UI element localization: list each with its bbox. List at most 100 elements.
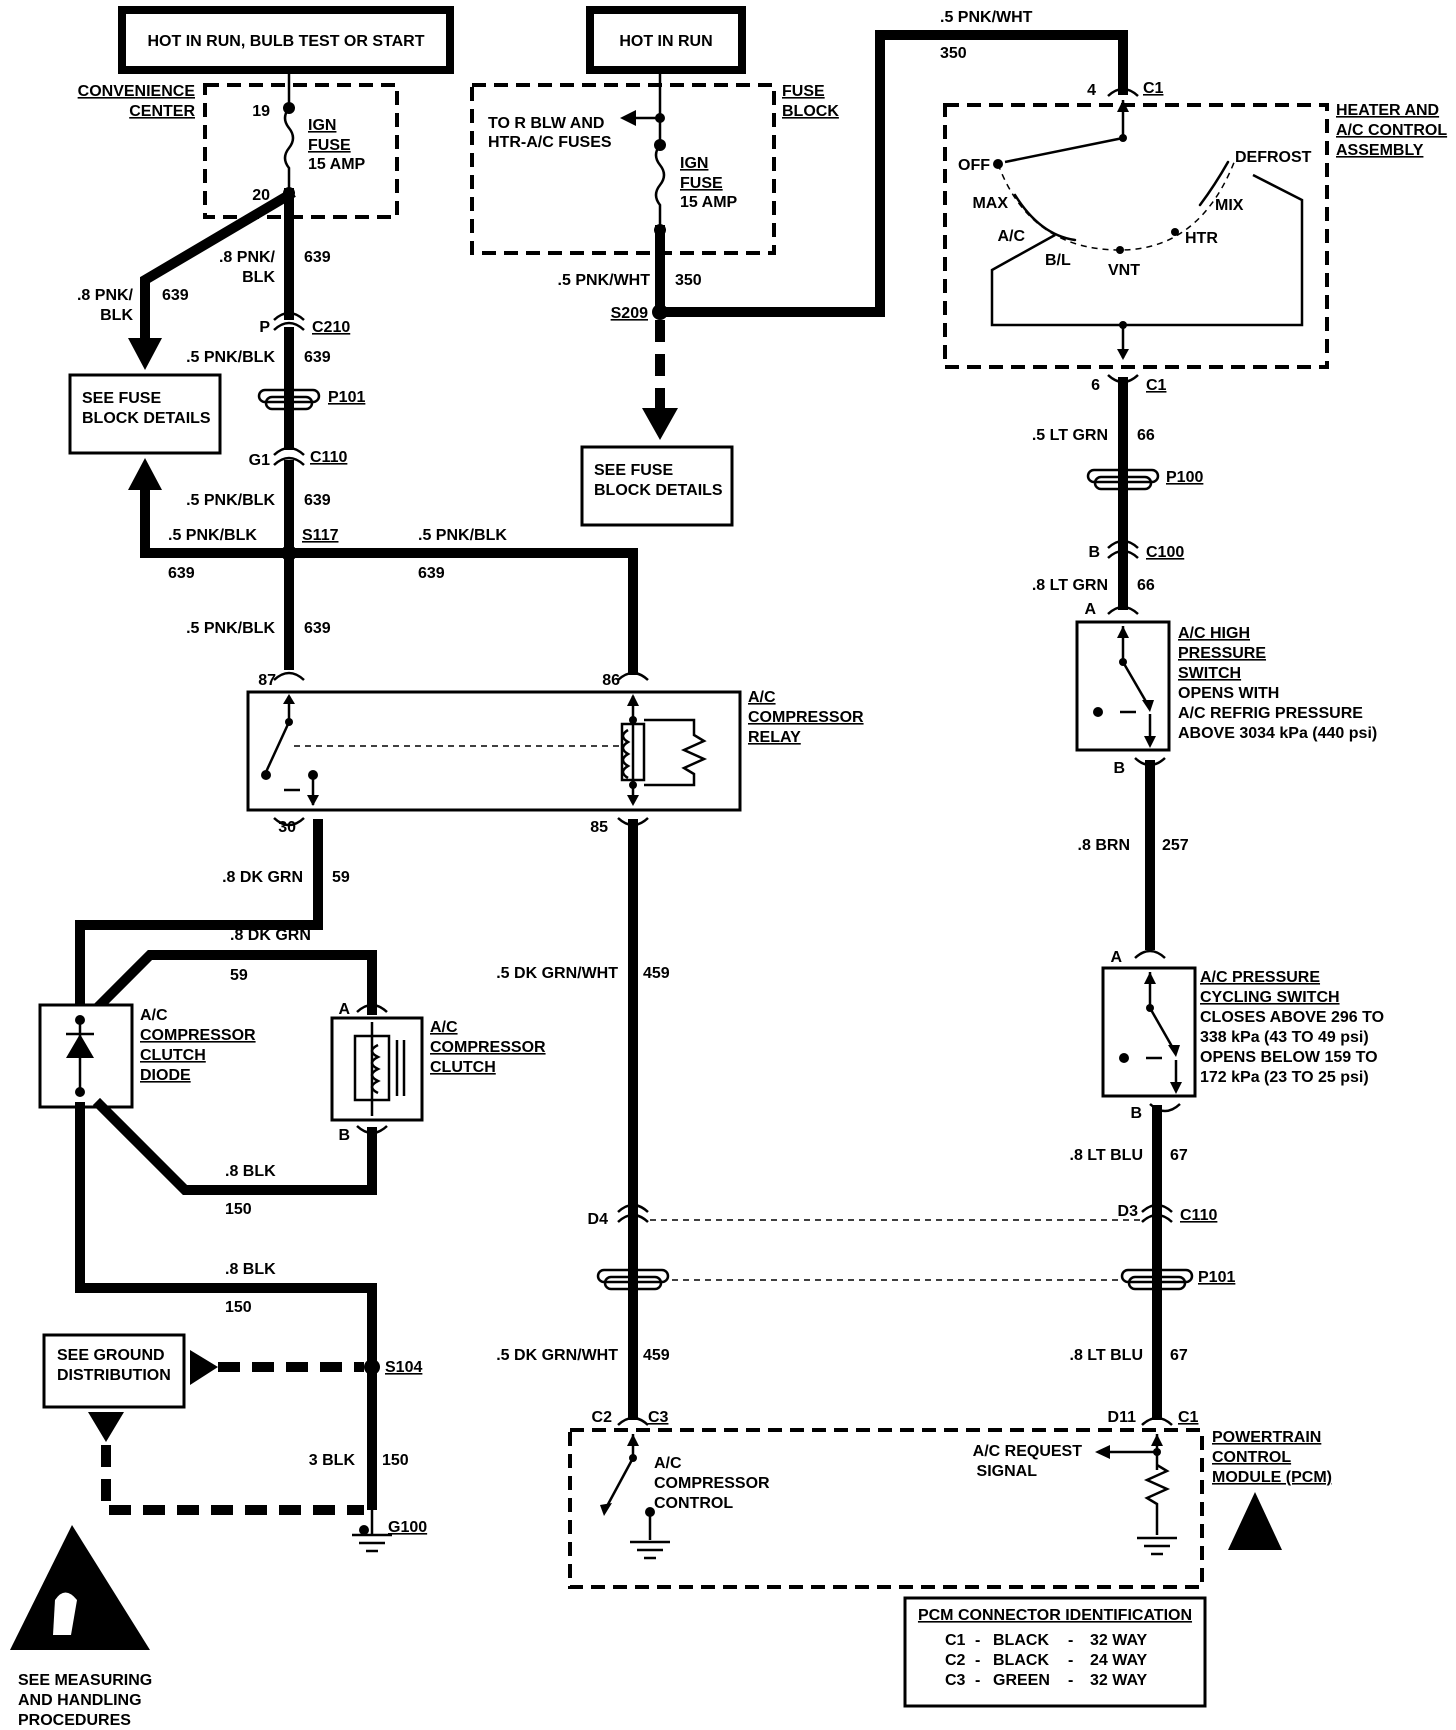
pcm-comp-text: COMPRESSOR — [654, 1475, 770, 1492]
arrow-right-icon — [190, 1350, 218, 1385]
pcm-connector-table: PCM CONNECTOR IDENTIFICATION C1 - BLACK … — [903, 1596, 1207, 1708]
pcs-label: A/C PRESSURE — [1200, 969, 1320, 986]
wire-number: 639 — [418, 565, 445, 582]
wire-label: .5 DK GRN/WHT — [496, 1347, 618, 1364]
wire-number: 639 — [304, 620, 331, 637]
wire-150-b — [75, 1102, 377, 1510]
esd-text: AND HANDLING — [18, 1692, 142, 1709]
pcm-comp-text: A/C — [654, 1455, 682, 1472]
arrow-down-icon — [88, 1412, 124, 1442]
convenience-center: CONVENIENCE CENTER 19 20 IGN FUSE 15 AMP — [78, 70, 399, 219]
see-box-text: DISTRIBUTION — [57, 1367, 171, 1384]
table-cell: 32 WAY — [1090, 1672, 1148, 1689]
wire-label: .5 PNK/BLK — [186, 492, 275, 509]
hps-label: OPENS WITH — [1178, 685, 1279, 702]
table-cell: 24 WAY — [1090, 1652, 1148, 1669]
esd-text: SEE MEASURING — [18, 1672, 152, 1689]
hvac-label: HEATER AND — [1336, 102, 1439, 119]
hps-label: ABOVE 3034 kPa (440 psi) — [1178, 725, 1377, 742]
relay-pin-87: 87 — [258, 672, 276, 689]
connector-c110-right — [1141, 1203, 1173, 1223]
wire-label: .8 DK GRN — [222, 869, 303, 886]
wire-639-left — [140, 485, 294, 558]
hvac-htr: HTR — [1185, 230, 1218, 247]
switch-icon — [1121, 661, 1150, 706]
wire-number: 150 — [225, 1299, 252, 1316]
connector-label: C110 — [1180, 1207, 1217, 1224]
wire-label: .8 BLK — [225, 1163, 276, 1180]
clutch-coil-icon — [370, 1043, 381, 1095]
table-cell: - — [975, 1652, 980, 1669]
table-cell: C2 — [945, 1652, 966, 1669]
pcm-label: CONTROL — [1212, 1449, 1291, 1466]
wire-number: 257 — [1162, 837, 1189, 854]
wire-number: 67 — [1170, 1147, 1188, 1164]
hps-label: PRESSURE — [1178, 645, 1266, 662]
see-box-text: BLOCK DETAILS — [594, 482, 723, 499]
ign-fuse-left-l2: FUSE — [308, 137, 351, 154]
wire-number: 67 — [1170, 1347, 1188, 1364]
hvac-bl: B/L — [1045, 252, 1071, 269]
table-row: C1 - BLACK - 32 WAY — [945, 1632, 1148, 1649]
table-cell: BLACK — [993, 1632, 1049, 1649]
see-box-text: SEE GROUND — [57, 1347, 165, 1364]
connector-c100 — [1107, 539, 1139, 559]
header-hot-run-text: HOT IN RUN — [619, 33, 712, 50]
table-cell: - — [1068, 1652, 1073, 1669]
fuse-block-label: BLOCK — [782, 103, 839, 120]
table-cell: 32 WAY — [1090, 1632, 1148, 1649]
header-hot-run-bulb: HOT IN RUN, BULB TEST OR START — [118, 6, 454, 74]
relay-pin-85: 85 — [590, 819, 608, 836]
hvac-ac: A/C — [997, 228, 1025, 245]
connector-pin: G1 — [249, 452, 270, 469]
pcm-comp-text: CONTROL — [654, 1495, 733, 1512]
diode-icon — [66, 1034, 94, 1058]
pcs-label: CLOSES ABOVE 296 TO — [1200, 1009, 1384, 1026]
see-fuse-block-details-left: SEE FUSE BLOCK DETAILS — [68, 373, 222, 455]
table-cell: GREEN — [993, 1672, 1050, 1689]
hvac-off: OFF — [958, 157, 990, 174]
arrow-up-icon — [128, 458, 162, 490]
ground-g100: G100 — [352, 1505, 427, 1553]
ign-fuse-left-l3: 15 AMP — [308, 156, 366, 173]
wire-number: 639 — [304, 249, 331, 266]
fuse-block-label: FUSE — [782, 83, 825, 100]
convenience-center-label-2: CENTER — [129, 103, 195, 120]
table-cell: C1 — [945, 1632, 966, 1649]
hvac-mix: MIX — [1215, 197, 1244, 214]
esd-warning-icon — [1228, 1492, 1282, 1550]
wire-label: .8 DK GRN — [230, 927, 311, 944]
switch-pin-b: B — [1130, 1105, 1142, 1122]
table-cell: BLACK — [993, 1652, 1049, 1669]
hvac-vnt: VNT — [1108, 262, 1140, 279]
ign-fuse-mid: IGN — [680, 155, 708, 172]
connector-pin: 6 — [1091, 377, 1100, 394]
see-box-text: SEE FUSE — [82, 390, 161, 407]
passthrough-p101-mid — [596, 1259, 670, 1301]
wire-number: 350 — [940, 45, 967, 62]
pcm-label: POWERTRAIN — [1212, 1429, 1321, 1446]
wire-59-a — [75, 819, 323, 1020]
splice-label: S117 — [302, 527, 339, 544]
wire-label: .5 PNK/WHT — [558, 272, 651, 289]
arrow-left-icon — [1095, 1445, 1110, 1459]
ground-label: G100 — [388, 1519, 427, 1536]
fuse-icon — [654, 144, 666, 230]
resistor-icon — [644, 718, 708, 787]
diode-label: DIODE — [140, 1067, 191, 1084]
pcs-label: OPENS BELOW 159 TO — [1200, 1049, 1378, 1066]
relay-label: RELAY — [748, 729, 801, 746]
wire-number: 66 — [1137, 577, 1155, 594]
connector-pin: 4 — [1087, 82, 1096, 99]
splice-s104 — [364, 1359, 380, 1375]
arrow-down-icon — [642, 408, 678, 440]
diode-label: COMPRESSOR — [140, 1027, 256, 1044]
defrost-range — [1198, 160, 1230, 207]
relay-label: COMPRESSOR — [748, 709, 864, 726]
wire-150-a — [92, 1097, 377, 1195]
pcm-connector-c1: C1 — [1178, 1409, 1199, 1426]
ac-compressor-relay: 87 86 A/C COMPRESSOR RELAY 30 85 — [246, 671, 864, 836]
esd-warning-icon — [10, 1525, 150, 1650]
